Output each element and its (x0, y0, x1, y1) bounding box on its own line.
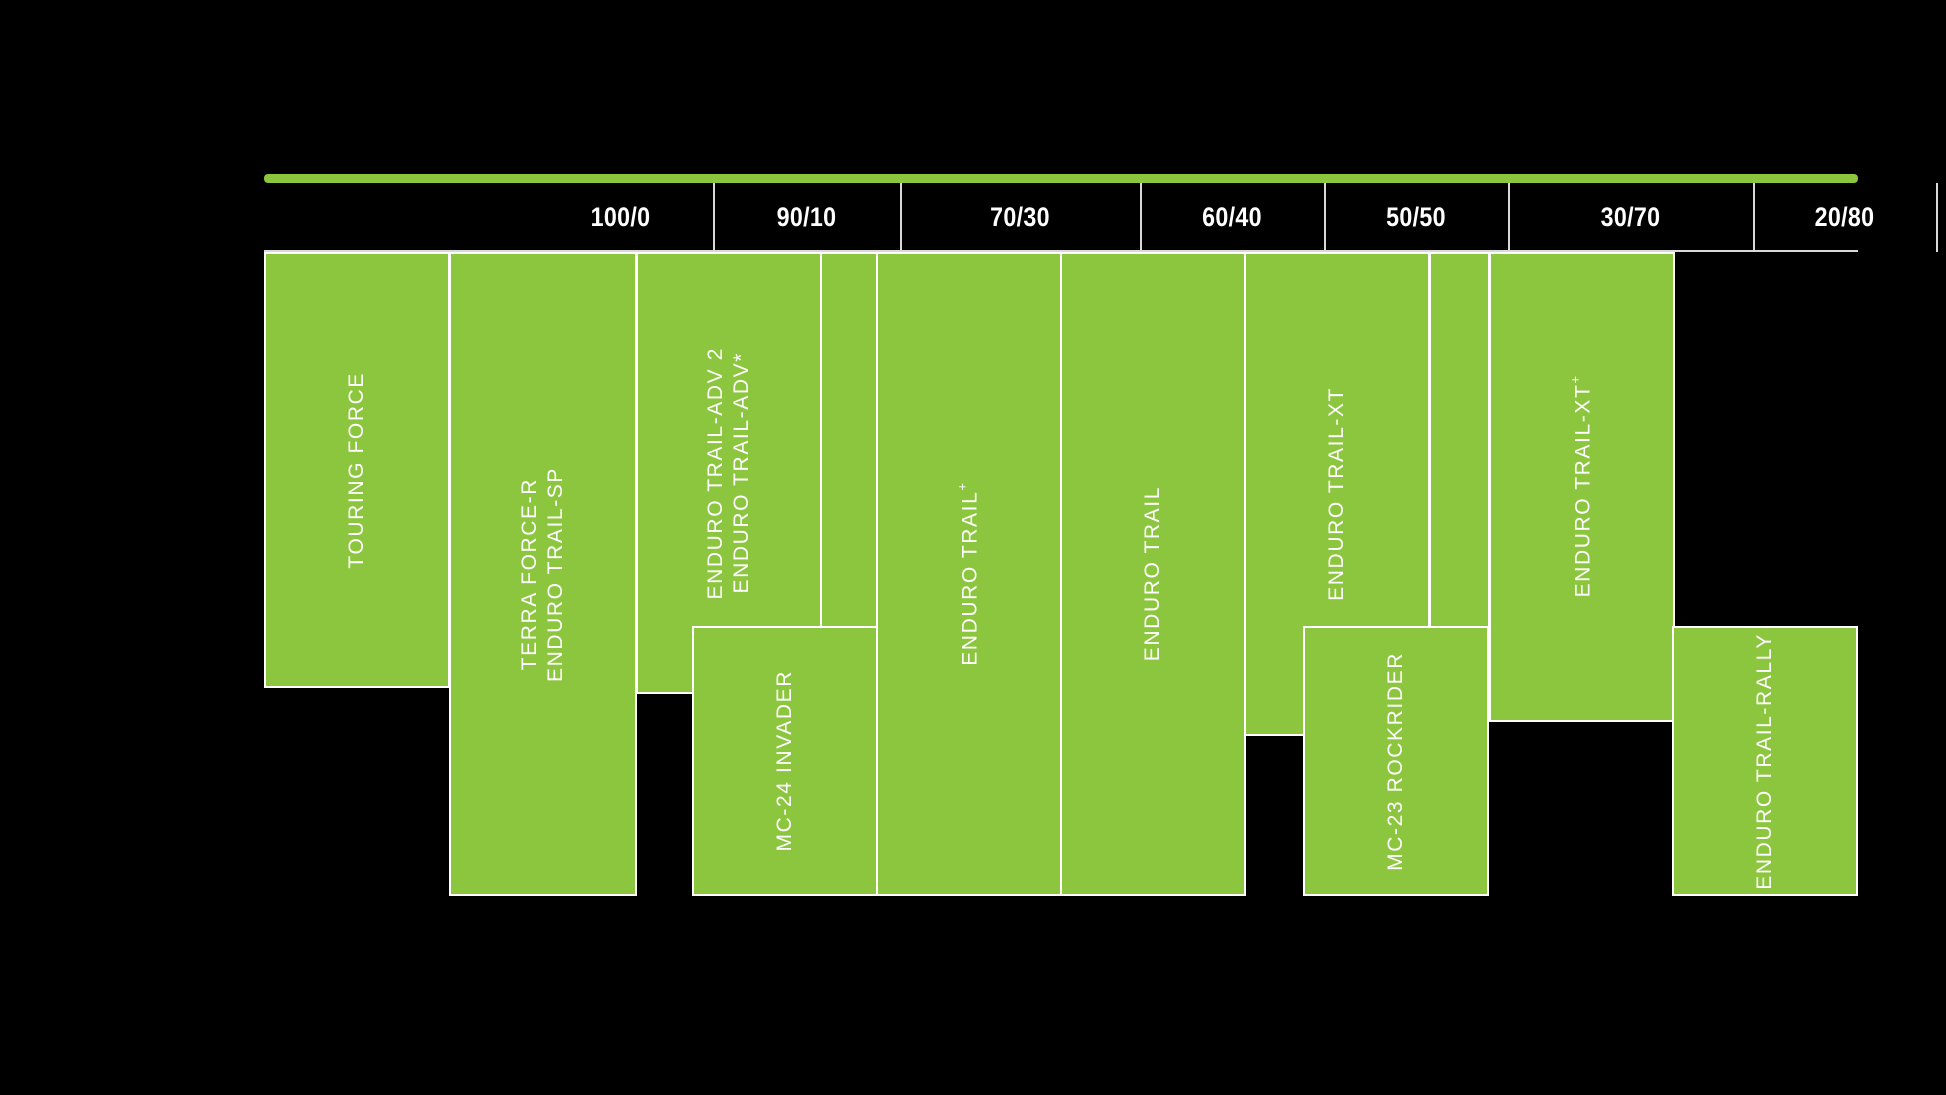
column-header-label: 20/80 (1814, 202, 1875, 232)
bar-label-group: ENDURO TRAIL-XT+ (1567, 254, 1596, 720)
bar-label-group: TOURING FORCE (344, 254, 370, 686)
bar-label-group: ENDURO TRAIL+ (954, 254, 983, 894)
column-header-20-80: 20/80 (1766, 183, 1923, 252)
bar-label: ENDURO TRAIL (1140, 486, 1164, 662)
column-header-label: 100/0 (590, 202, 651, 232)
bar-label: ENDURO TRAIL-RALLY (1752, 632, 1776, 890)
column-header-100-0: 100/0 (541, 183, 700, 252)
column-header-label: 90/10 (776, 202, 837, 232)
bar-label-group: MC-23 ROCKRIDER (1383, 628, 1409, 894)
bar-label: MC-24 INVADER (772, 670, 796, 852)
column-header-30-70: 30/70 (1525, 183, 1736, 252)
header-divider (1324, 183, 1326, 252)
bar-label: ENDURO TRAIL-SP (544, 466, 567, 682)
header-divider (1140, 183, 1142, 252)
bar-mc-24-invader[interactable]: MC-24 INVADER (692, 626, 878, 896)
bar-label-group: MC-24 INVADER (772, 628, 798, 894)
bar-label: ENDURO TRAIL-XT+ (1567, 376, 1595, 598)
column-header-label: 60/40 (1202, 202, 1262, 232)
column-header-50-50: 50/50 (1337, 183, 1495, 252)
bar-label-group: ENDURO TRAIL-RALLY (1752, 628, 1778, 894)
column-header-60-40: 60/40 (1153, 183, 1311, 252)
bar-enduro-trail-adv-tall[interactable] (820, 252, 878, 630)
bar-mc-23-rockrider[interactable]: MC-23 ROCKRIDER (1303, 626, 1489, 896)
column-header-90-10: 90/10 (726, 183, 887, 252)
bar-touring-force[interactable]: TOURING FORCE (264, 252, 450, 688)
accent-rule (264, 174, 1858, 183)
column-header-label: 50/50 (1386, 202, 1446, 232)
bar-enduro-trail-xt-tall[interactable] (1429, 252, 1490, 630)
header-row: 100/090/1070/3060/4050/5030/7020/80COMPE… (264, 183, 1938, 252)
bar-label: ENDURO TRAIL-ADV* (730, 352, 753, 594)
column-header-label: 30/70 (1600, 202, 1661, 232)
column-header-label: 70/30 (990, 202, 1050, 232)
bar-label: MC-23 ROCKRIDER (1383, 651, 1407, 871)
bar-label: ENDURO TRAIL-XT (1324, 387, 1348, 601)
column-header-70-30: 70/30 (917, 183, 1123, 252)
bar-enduro-trail-rally[interactable]: ENDURO TRAIL-RALLY (1672, 626, 1858, 896)
header-divider (900, 183, 902, 252)
header-divider (1508, 183, 1510, 252)
header-divider (1753, 183, 1755, 252)
bar-enduro-trail-xt-plus[interactable]: ENDURO TRAIL-XT+ (1489, 252, 1675, 722)
bar-label: ENDURO TRAIL-ADV 2 (703, 346, 727, 600)
bar-enduro-trail-plus[interactable]: ENDURO TRAIL+ (876, 252, 1062, 896)
header-baseline (264, 250, 1858, 252)
bar-enduro-trail[interactable]: ENDURO TRAIL (1060, 252, 1246, 896)
bar-label: ENDURO TRAIL+ (954, 482, 982, 666)
bar-label: TOURING FORCE (344, 371, 368, 569)
header-divider (713, 183, 715, 252)
bar-label: TERRA FORCE-R (517, 477, 541, 671)
header-divider (1936, 183, 1938, 252)
bar-label-group: ENDURO TRAIL (1140, 254, 1166, 894)
